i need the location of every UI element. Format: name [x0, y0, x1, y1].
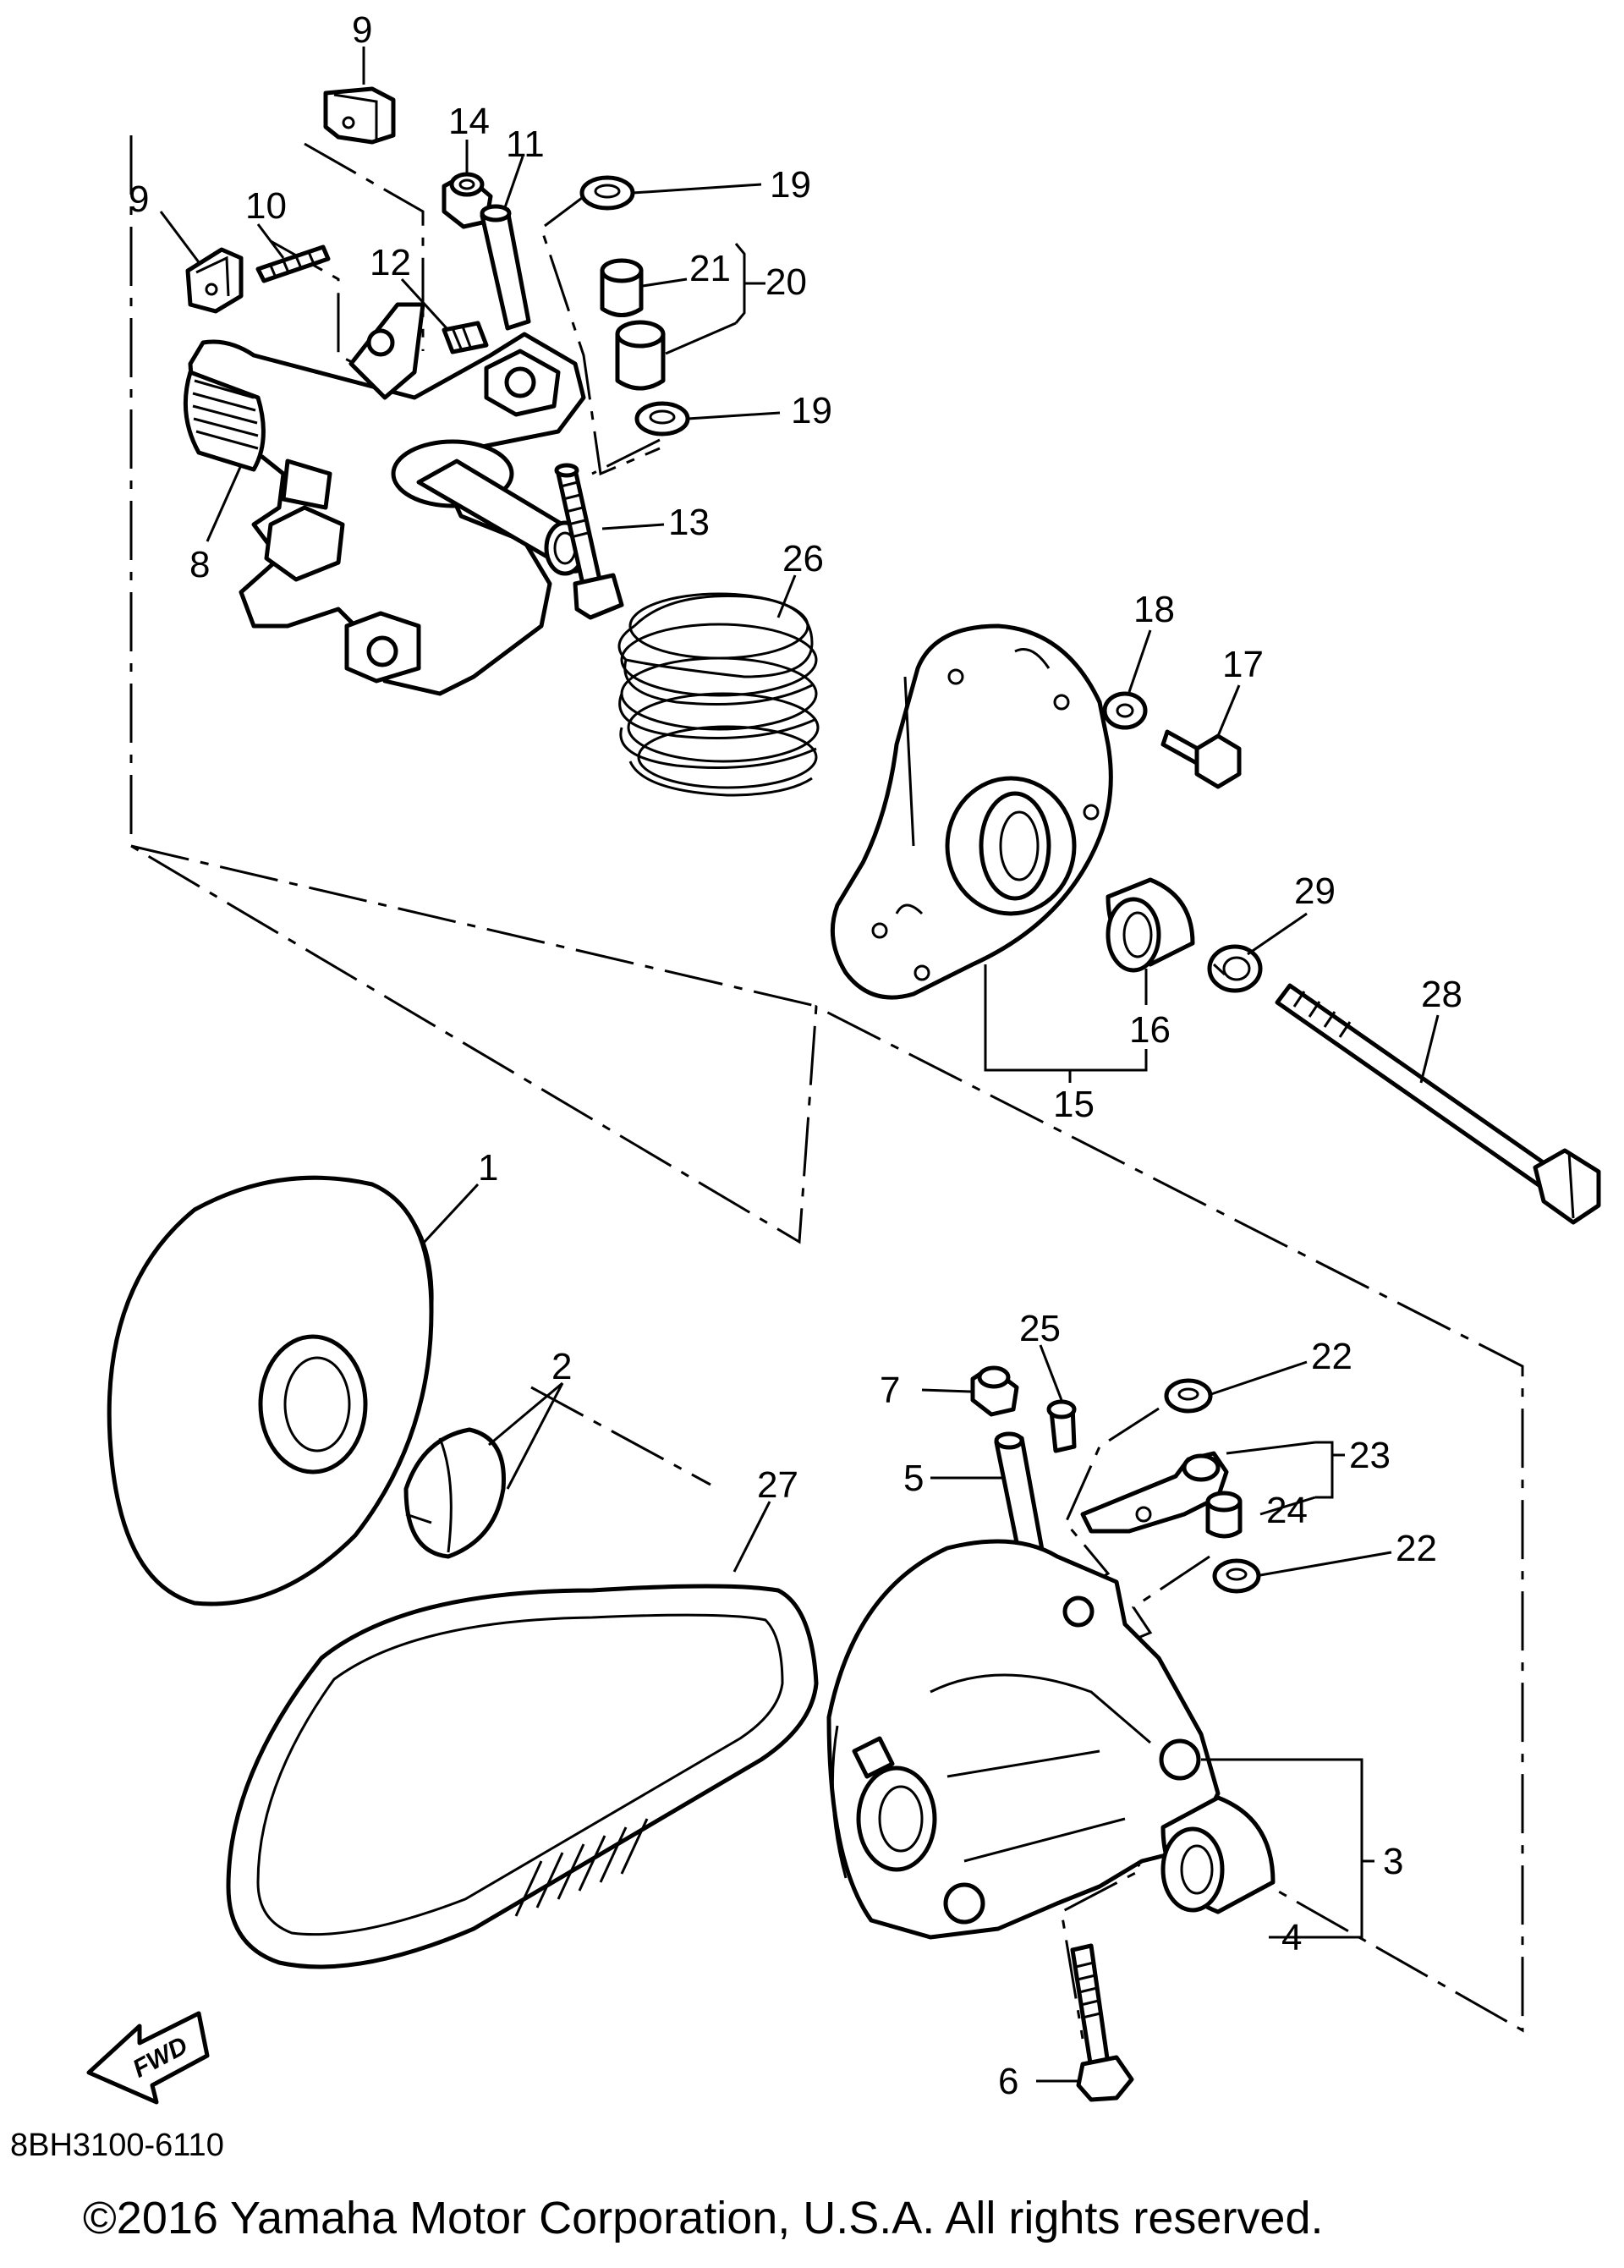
part-21-roller	[600, 258, 644, 317]
part-12-set-bolt	[442, 321, 489, 354]
callout-18: 18	[1133, 589, 1175, 630]
part-26-spring	[617, 592, 820, 797]
part-17-bolt	[1160, 729, 1242, 789]
part-23-arm	[1080, 1451, 1229, 1534]
callout-9-upper: 9	[352, 9, 372, 51]
part-16-bushing	[1106, 877, 1195, 973]
fwd-arrow-icon: FWD	[86, 2011, 210, 2105]
callout-3: 3	[1383, 1841, 1403, 1882]
callout-4: 4	[1281, 1917, 1302, 1958]
diagram-code: 8BH3100-6110	[10, 2128, 224, 2163]
part-4-bushing	[1160, 1795, 1276, 1914]
callout-19-lower: 19	[791, 390, 832, 431]
part-7-nut	[970, 1365, 1019, 1417]
callout-6: 6	[998, 2061, 1018, 2102]
callout-16: 16	[1129, 1009, 1171, 1051]
part-6-bolt	[1070, 1943, 1134, 2102]
callout-25: 25	[1019, 1308, 1061, 1349]
part-2-collar	[403, 1427, 506, 1559]
part-22-washer-lower	[1212, 1558, 1261, 1594]
callout-17: 17	[1222, 644, 1264, 685]
part-25-pin	[1046, 1399, 1077, 1453]
callout-9-left: 9	[129, 178, 149, 220]
part-15-cam-cover	[830, 623, 1113, 1000]
callout-22-upper: 22	[1311, 1336, 1352, 1377]
callout-11: 11	[506, 124, 545, 165]
callout-19-upper: 19	[770, 164, 811, 206]
callout-24: 24	[1266, 1490, 1308, 1531]
part-5-pin	[994, 1431, 1045, 1557]
part-29-clip	[1207, 944, 1263, 993]
part-3-housing	[826, 1539, 1221, 1940]
callout-27: 27	[757, 1464, 798, 1506]
callout-26: 26	[782, 538, 824, 579]
part-8-spider-sheave	[183, 302, 588, 696]
leader-lines	[159, 47, 1440, 2083]
callout-15: 15	[1053, 1084, 1095, 1125]
part-18-washer	[1102, 691, 1148, 730]
part-9-weight-upper	[323, 86, 396, 145]
callout-5: 5	[903, 1458, 924, 1499]
callout-21: 21	[689, 248, 731, 289]
part-28-long-bolt	[1275, 983, 1601, 1225]
callout-10: 10	[245, 185, 287, 227]
callout-29: 29	[1294, 870, 1336, 912]
part-1-fixed-sheave	[107, 1175, 434, 1606]
callout-28: 28	[1421, 974, 1462, 1015]
callout-13: 13	[668, 502, 710, 543]
part-19-washer-lower	[634, 401, 690, 437]
part-24-roller	[1205, 1491, 1243, 1539]
part-20-roller-set	[615, 320, 666, 391]
callout-23: 23	[1349, 1435, 1391, 1476]
part-27-v-belt	[226, 1584, 819, 1969]
part-10-pin	[255, 244, 331, 283]
part-22-washer-upper	[1164, 1378, 1213, 1414]
callout-1: 1	[478, 1147, 498, 1189]
callout-22-lower: 22	[1396, 1528, 1437, 1569]
part-13-bolt	[554, 463, 624, 620]
callout-2: 2	[551, 1346, 572, 1387]
callout-7: 7	[880, 1370, 900, 1411]
callout-8: 8	[189, 544, 210, 585]
callout-12: 12	[370, 242, 411, 283]
part-9-weight-left	[185, 247, 244, 314]
copyright-notice: ©2016 Yamaha Motor Corporation, U.S.A. A…	[83, 2193, 1324, 2243]
callout-labels: 9 9 10 14 11 19 21 20 12 19 13 8 26 18 1…	[129, 9, 1462, 2102]
part-19-washer-upper	[579, 175, 635, 211]
part-11-pin	[480, 204, 531, 331]
callout-14: 14	[448, 101, 490, 142]
callout-20: 20	[765, 261, 807, 303]
